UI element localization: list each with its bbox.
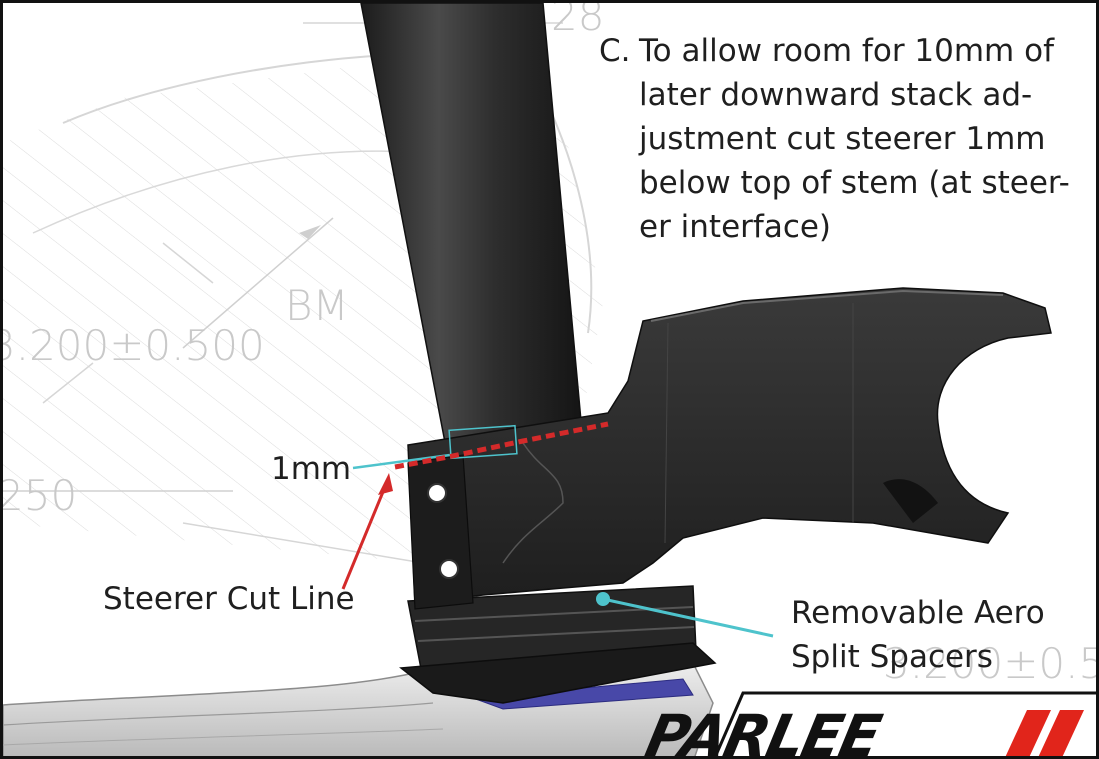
dim-bm: BM bbox=[285, 281, 349, 330]
dim-left-upper: 3.200±0.500 bbox=[0, 321, 265, 370]
instruction-letter: C. bbox=[599, 33, 631, 69]
instruction-text: To allow room for 10mm of later downward… bbox=[639, 29, 1070, 249]
spacers-label-line1: Removable Aero bbox=[791, 595, 1045, 631]
instruction-line: justment cut steerer 1mm bbox=[639, 121, 1046, 157]
offset-label: 1mm bbox=[271, 451, 352, 487]
brand-stripe-1 bbox=[1005, 710, 1051, 756]
brand-stripe-2 bbox=[1038, 710, 1084, 756]
cut-line-arrow bbox=[341, 473, 393, 590]
bolt-hole-upper bbox=[427, 483, 447, 503]
cut-line-label: Steerer Cut Line bbox=[103, 581, 355, 617]
instruction-line: below top of stem (at steer- bbox=[639, 165, 1070, 201]
instruction-line: er interface) bbox=[639, 209, 832, 245]
brand-wordmark: PARLEE bbox=[640, 703, 887, 759]
aero-spacers bbox=[399, 585, 717, 704]
dim-left-lower: 250 bbox=[0, 471, 78, 520]
assembly-illustration: PARLEE bbox=[3, 3, 1096, 759]
dim-right-lower: 3.200±0.50 bbox=[883, 639, 1096, 688]
parlee-logo: PARLEE bbox=[640, 691, 1096, 759]
dim-top: 28 bbox=[551, 0, 605, 40]
instruction-line: To allow room for 10mm of bbox=[639, 33, 1054, 69]
cut-line bbox=[394, 421, 609, 470]
instruction-line: later downward stack ad- bbox=[639, 77, 1033, 113]
bolt-hole-lower bbox=[439, 559, 459, 579]
offset-callout bbox=[352, 424, 518, 470]
spacers-label-line2: Split Spacers bbox=[791, 639, 993, 675]
spacer-callout bbox=[596, 592, 774, 638]
stem bbox=[407, 287, 1052, 610]
